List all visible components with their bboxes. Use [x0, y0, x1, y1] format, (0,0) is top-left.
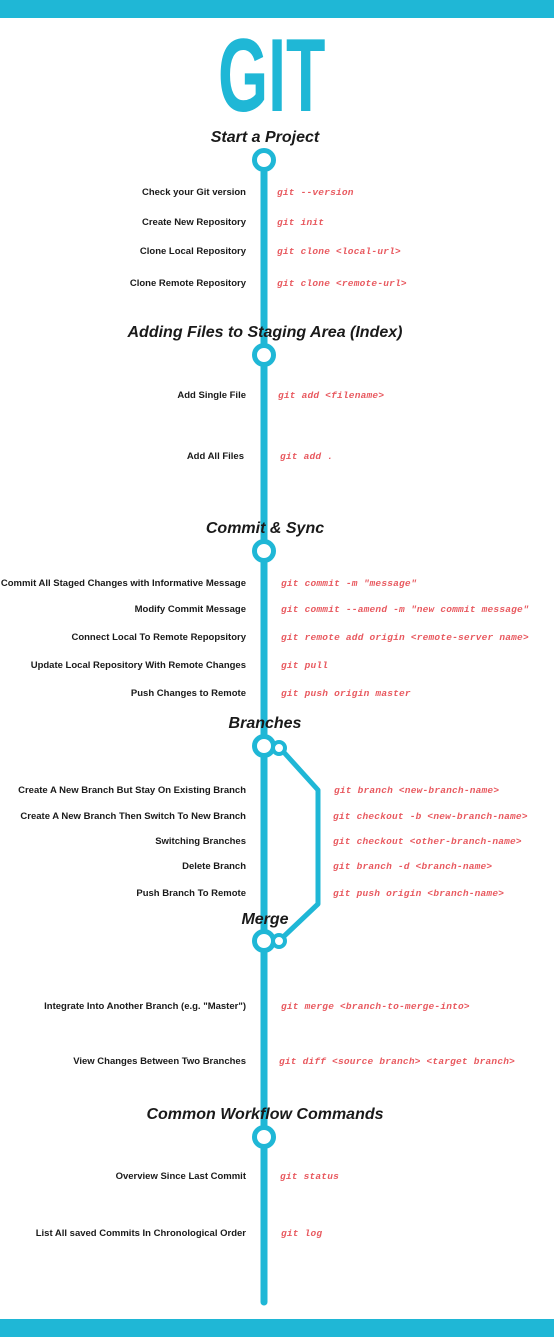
item-command: git diff <source branch> <target branch> — [279, 1056, 516, 1067]
item-command: git commit -m "message" — [281, 578, 417, 589]
item-command: git pull — [281, 660, 329, 671]
item-command: git commit --amend -m "new commit messag… — [281, 604, 529, 615]
commit-node-icon — [252, 539, 276, 563]
section-heading-branches: Branches — [228, 715, 302, 732]
item-command: git add . — [280, 451, 334, 462]
section-heading-start-project: Start a Project — [210, 129, 320, 146]
commit-node-icon — [252, 1125, 276, 1149]
branch-node-icon — [271, 740, 287, 756]
bottom-accent-bar — [0, 1319, 554, 1337]
item-command: git log — [281, 1228, 323, 1239]
item-label: Clone Remote Repository — [129, 278, 246, 289]
item-label: View Changes Between Two Branches — [73, 1056, 246, 1067]
item-label: Connect Local To Remote Repopsitory — [71, 632, 246, 643]
item-command: git add <filename> — [278, 390, 385, 401]
item-command: git clone <local-url> — [277, 246, 401, 257]
item-label: Create A New Branch But Stay On Existing… — [18, 785, 246, 796]
item-label: Update Local Repository With Remote Chan… — [30, 660, 246, 671]
commit-node-icon — [252, 148, 276, 172]
section-heading-commit-sync: Commit & Sync — [205, 520, 325, 537]
item-label: Commit All Staged Changes with Informati… — [0, 578, 246, 589]
item-command: git --version — [277, 187, 354, 198]
top-accent-bar — [0, 0, 554, 18]
item-command: git push origin master — [281, 688, 411, 699]
item-label: Create A New Branch Then Switch To New B… — [20, 811, 246, 822]
item-command: git branch <new-branch-name> — [334, 785, 500, 796]
item-command: git push origin <branch-name> — [333, 888, 505, 899]
item-label: Integrate Into Another Branch (e.g. "Mas… — [44, 1001, 246, 1012]
item-label: Push Changes to Remote — [130, 688, 246, 699]
item-label: Clone Local Repository — [139, 246, 246, 257]
item-command: git merge <branch-to-merge-into> — [281, 1001, 470, 1012]
item-command: git checkout <other-branch-name> — [333, 836, 522, 847]
section-heading-workflow: Common Workflow Commands — [146, 1106, 384, 1123]
item-label: Add All Files — [186, 451, 244, 462]
item-command: git clone <remote-url> — [277, 278, 407, 289]
section-heading-adding-files: Adding Files to Staging Area (Index) — [127, 324, 403, 341]
item-label: Push Branch To Remote — [136, 888, 246, 899]
item-label: Modify Commit Message — [134, 604, 246, 615]
item-label: Switching Branches — [155, 836, 246, 847]
item-command: git checkout -b <new-branch-name> — [333, 811, 528, 822]
item-command: git remote add origin <remote-server nam… — [281, 632, 529, 643]
branch-node-icon — [271, 933, 287, 949]
section-heading-merge: Merge — [241, 911, 289, 928]
branch-line-icon — [277, 745, 321, 943]
item-label: Check your Git version — [141, 187, 246, 198]
item-label: List All saved Commits In Chronological … — [35, 1228, 246, 1239]
item-command: git status — [280, 1171, 340, 1182]
item-label: Delete Branch — [182, 861, 246, 872]
item-label: Overview Since Last Commit — [115, 1171, 246, 1182]
commit-node-icon — [252, 929, 276, 953]
item-label: Create New Repository — [141, 217, 246, 228]
item-command: git init — [277, 217, 325, 228]
commit-node-icon — [252, 343, 276, 367]
page-title: GIT — [217, 18, 326, 134]
item-label: Add Single File — [177, 390, 246, 401]
commit-node-icon — [252, 734, 276, 758]
item-command: git branch -d <branch-name> — [333, 861, 493, 872]
